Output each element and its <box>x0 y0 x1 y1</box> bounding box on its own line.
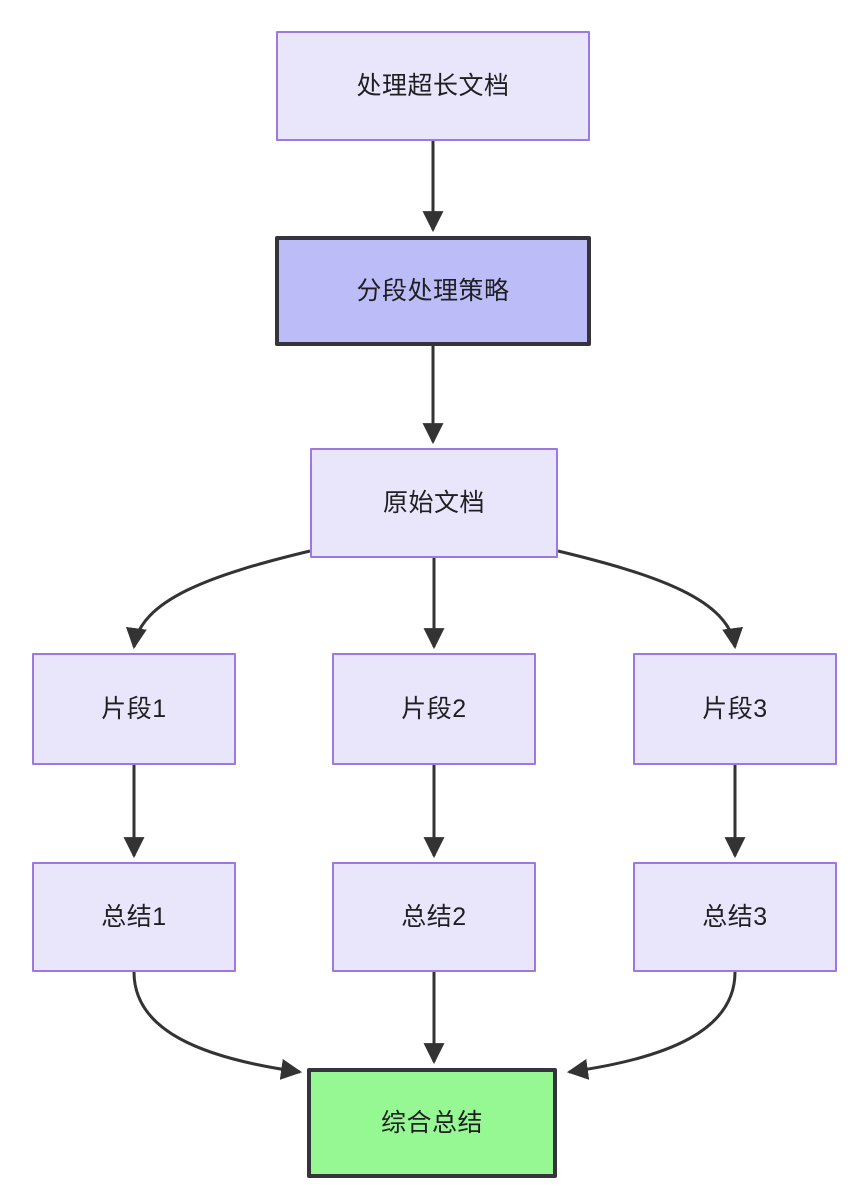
edge-source-doc-to-chunk1 <box>126 549 311 650</box>
node-summary1[interactable]: 总结1 <box>32 862 236 972</box>
node-label: 处理超长文档 <box>356 72 510 100</box>
node-chunk2[interactable]: 片段2 <box>332 653 536 765</box>
node-doc-root[interactable]: 处理超长文档 <box>276 31 590 141</box>
node-chunk1[interactable]: 片段1 <box>32 653 236 765</box>
edge-summary3-to-final <box>566 971 737 1080</box>
node-final[interactable]: 综合总结 <box>307 1068 557 1178</box>
node-label: 分段处理策略 <box>356 277 510 305</box>
edge-summary1-to-final <box>132 971 303 1080</box>
node-summary2[interactable]: 总结2 <box>332 862 536 972</box>
node-strategy[interactable]: 分段处理策略 <box>275 236 591 346</box>
node-label: 片段1 <box>101 695 167 723</box>
node-label: 总结3 <box>702 903 768 931</box>
node-label: 片段3 <box>702 695 768 723</box>
node-label: 片段2 <box>401 695 467 723</box>
node-label: 总结2 <box>401 903 467 931</box>
node-chunk3[interactable]: 片段3 <box>633 653 837 765</box>
node-label: 综合总结 <box>380 1109 483 1137</box>
node-summary3[interactable]: 总结3 <box>633 862 837 972</box>
node-label: 原始文档 <box>382 489 485 517</box>
node-source-doc[interactable]: 原始文档 <box>310 448 558 558</box>
edge-source-doc-to-chunk3 <box>557 549 743 650</box>
node-label: 总结1 <box>101 903 167 931</box>
